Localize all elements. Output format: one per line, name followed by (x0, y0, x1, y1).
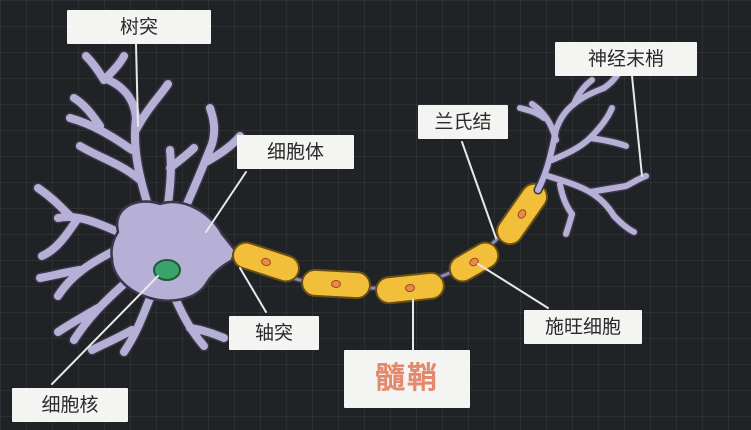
terminal-branch (529, 101, 559, 143)
axon-label: 轴突 (229, 316, 319, 350)
leader-lines (51, 43, 643, 385)
dendrite-branch (100, 74, 154, 216)
myelin-sheath-label: 髓鞘 (344, 350, 470, 408)
cell-body (32, 50, 246, 358)
soma-shape (110, 200, 242, 302)
dendrite-branch (66, 114, 136, 154)
schwann-cell (232, 241, 300, 283)
dendrite-branch (34, 184, 74, 220)
terminal-branch (542, 172, 593, 195)
terminal-branch (557, 181, 575, 217)
dendrite-branch (100, 52, 128, 84)
schwann-nucleus (261, 257, 271, 267)
schwann-cell-label: 施旺细胞 (524, 310, 642, 344)
dendrite-label: 树突 (67, 10, 211, 44)
terminal-branch (517, 105, 547, 121)
dendrite-branch (120, 294, 154, 356)
node-of-ranvier-label: 兰氏结 (418, 105, 508, 139)
nucleus-shape (153, 259, 181, 281)
schwann-nucleus (469, 257, 479, 267)
leader-terminal (631, 75, 643, 177)
terminal-branch (563, 211, 575, 237)
schwann-cell (301, 268, 371, 300)
dendrite-branch (70, 94, 104, 130)
schwann-cell (375, 271, 445, 305)
terminal-branch (611, 213, 637, 235)
axon-terminal (515, 69, 651, 239)
nucleus-label: 细胞核 (12, 388, 128, 422)
dendrite-branch (182, 104, 219, 210)
leader-soma (205, 171, 247, 233)
dendrite-branch (166, 144, 198, 172)
leader-schwann (477, 263, 549, 309)
soma-label: 细胞体 (237, 135, 354, 169)
terminal-branch (587, 183, 629, 195)
leader-axon (239, 267, 267, 313)
dendrite-branch (54, 304, 102, 336)
dendrite-branch (186, 324, 228, 342)
schwann-cell (495, 182, 549, 246)
leader-node (461, 141, 497, 239)
dendrite-branch (36, 266, 84, 282)
dendrite-branch (38, 214, 82, 260)
dendrite-branch (172, 296, 208, 350)
axon-terminal-label: 神经末梢 (555, 42, 697, 76)
dendrite-branch (54, 213, 122, 236)
terminal-branch (571, 77, 595, 107)
schwann-nucleus (405, 283, 415, 293)
terminal-branch (587, 135, 629, 149)
myelin-sheath (232, 182, 549, 305)
leader-nucleus (51, 275, 159, 385)
schwann-nucleus (517, 209, 527, 219)
terminal-branch (623, 173, 649, 189)
schwann-cell (448, 241, 500, 283)
dendrite-branch (88, 326, 136, 354)
dendrite-branch (164, 146, 175, 208)
leader-dendrite (135, 43, 139, 127)
dendrite-branch (76, 142, 144, 184)
dendrite-branch (132, 80, 172, 134)
schwann-nucleus (331, 279, 341, 289)
